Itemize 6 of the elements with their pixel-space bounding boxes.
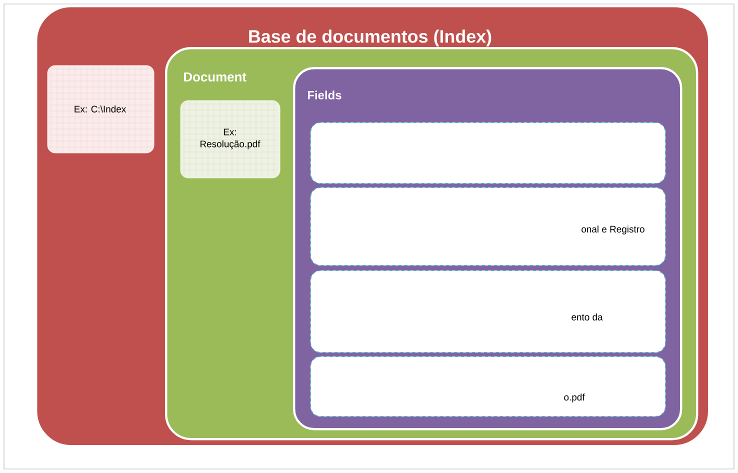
grid-card: Ex: C:\Index [47, 65, 154, 154]
field-box: ento da [310, 270, 666, 353]
grid-card: Ex: Resolução.pdf [180, 100, 280, 178]
field-box [310, 122, 666, 184]
field-box: onal e Registro [310, 187, 666, 266]
field-box: o.pdf [310, 356, 666, 417]
